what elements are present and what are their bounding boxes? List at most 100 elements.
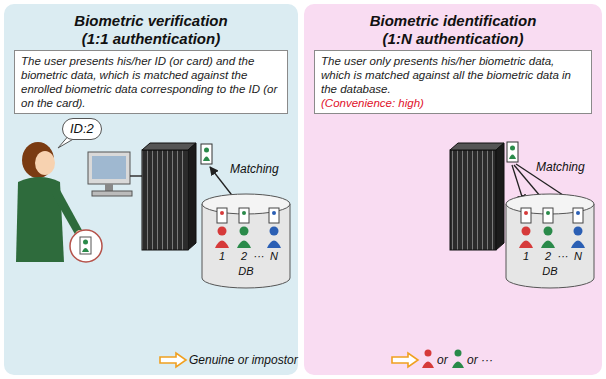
description-text: The user presents his/her ID (or card) a… — [21, 54, 281, 110]
biometric-card — [543, 208, 553, 223]
biometric-card — [546, 211, 550, 215]
computer — [92, 156, 126, 179]
panel-heading: (1:1 authentication) — [4, 30, 298, 48]
server — [142, 143, 196, 150]
biometric-card — [217, 208, 227, 223]
database-label: ··· — [551, 250, 575, 262]
person-icon — [218, 227, 227, 236]
person-icon — [522, 227, 531, 236]
result-arrow — [392, 353, 418, 367]
matching-label: Matching — [230, 162, 279, 176]
biometric-card — [239, 208, 249, 223]
biometric-card — [269, 208, 279, 223]
biometric-card — [242, 211, 246, 215]
enrolled-person — [571, 208, 585, 248]
user-figure — [22, 142, 54, 178]
person-icon — [422, 350, 464, 369]
server — [142, 143, 504, 250]
person-icon — [270, 227, 279, 236]
enrolled-person — [519, 208, 533, 248]
id-text: ID:2 — [70, 121, 94, 137]
computer — [130, 175, 142, 177]
biometric-card — [509, 155, 516, 160]
person-icon — [267, 241, 281, 249]
biometric-card — [204, 148, 209, 153]
panel-ground — [4, 4, 602, 375]
database-label: 2 — [536, 250, 560, 262]
person-icon — [519, 241, 533, 249]
person-icon — [571, 241, 585, 249]
computer — [105, 184, 113, 191]
or-label: or ··· — [467, 353, 493, 367]
biometric-card — [220, 211, 224, 215]
result-label: Genuine or impostor — [189, 353, 298, 367]
panel: Biometric verification(1:1 authenticatio… — [4, 4, 298, 375]
biometric-card — [272, 211, 276, 215]
database-label: N — [262, 250, 286, 262]
biometric-card — [203, 157, 210, 162]
fingerprint-reader — [70, 230, 102, 262]
user-figure — [16, 177, 64, 262]
result-arrow — [160, 353, 418, 367]
person-icon — [237, 241, 251, 249]
description-text: The user only presents his/her biometric… — [321, 54, 585, 96]
server — [142, 150, 188, 250]
user-figure — [52, 190, 83, 236]
person-icon — [452, 362, 464, 369]
database-label: ··· — [247, 250, 271, 262]
database-cylinder: 12···N DB — [504, 190, 596, 290]
panel-ground — [4, 4, 298, 375]
description-box: The user presents his/her ID (or card) a… — [14, 50, 288, 114]
database-label: N — [566, 250, 590, 262]
computer — [92, 191, 132, 196]
computer — [88, 152, 142, 196]
panel-heading: Biometric verification — [4, 12, 298, 30]
biometric-card — [521, 208, 531, 223]
biometric-card — [507, 142, 518, 162]
fingerprint-reader — [83, 240, 88, 245]
person-icon — [574, 227, 583, 236]
biometric-card — [510, 146, 515, 151]
server — [496, 143, 504, 250]
fingerprint-reader — [70, 230, 102, 262]
person-icon — [455, 350, 462, 357]
speech-bubble: ID:2 — [62, 118, 102, 140]
server — [188, 143, 196, 250]
database-cylinder: 12···NDB — [200, 190, 292, 290]
biometric-card — [576, 211, 580, 215]
cylinder-outline — [202, 204, 290, 288]
person-icon — [544, 227, 553, 236]
enrolled-person — [541, 208, 555, 248]
person-icon — [240, 227, 249, 236]
server — [450, 150, 496, 250]
person-icon — [215, 241, 229, 249]
biometric-card — [524, 211, 528, 215]
biometric-card — [201, 144, 212, 164]
enrolled-person — [267, 208, 281, 248]
database-label: 2 — [232, 250, 256, 262]
server — [450, 143, 504, 150]
person-icon — [425, 350, 432, 357]
person-icon — [422, 362, 434, 369]
database-label: DB — [538, 265, 562, 277]
description-text: (Convenience: high) — [321, 96, 585, 110]
fingerprint-reader — [82, 248, 89, 252]
description-box: The user only presents his/her biometric… — [314, 50, 592, 114]
panel-heading: (1:N authentication) — [304, 30, 602, 48]
person-icon — [541, 241, 555, 249]
fingerprint-reader — [80, 237, 91, 254]
database-label: 1 — [514, 250, 538, 262]
biometric-card — [201, 142, 518, 164]
computer — [88, 152, 130, 184]
result-arrow — [160, 353, 186, 367]
panel-heading: Biometric identification — [304, 12, 602, 30]
cylinder-outline — [506, 204, 594, 288]
database-label: 1 — [210, 250, 234, 262]
matching-label: Matching — [536, 160, 585, 174]
panel: Biometric identification(1:N authenticat… — [304, 4, 602, 375]
enrolled-person — [215, 208, 229, 248]
enrolled-person — [237, 208, 251, 248]
or-label: or — [437, 353, 448, 367]
biometric-card — [573, 208, 583, 223]
